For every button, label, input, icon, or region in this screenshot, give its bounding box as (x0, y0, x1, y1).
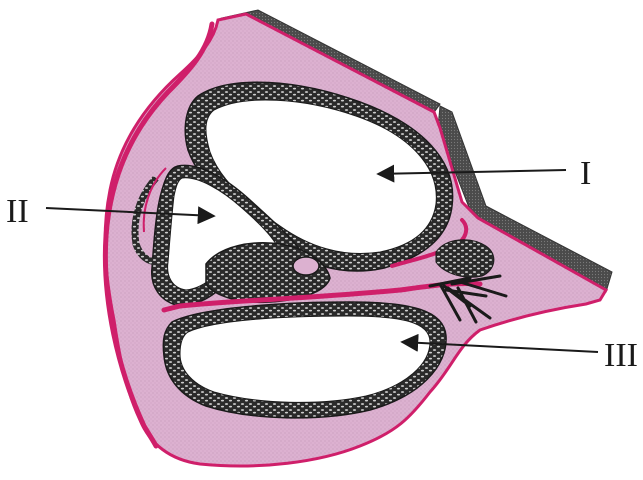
label-chamber-top: I (580, 155, 591, 192)
label-chamber-bottom: III (604, 337, 638, 374)
label-chamber-left: II (6, 193, 29, 230)
central-mass-nucleus (293, 257, 319, 275)
